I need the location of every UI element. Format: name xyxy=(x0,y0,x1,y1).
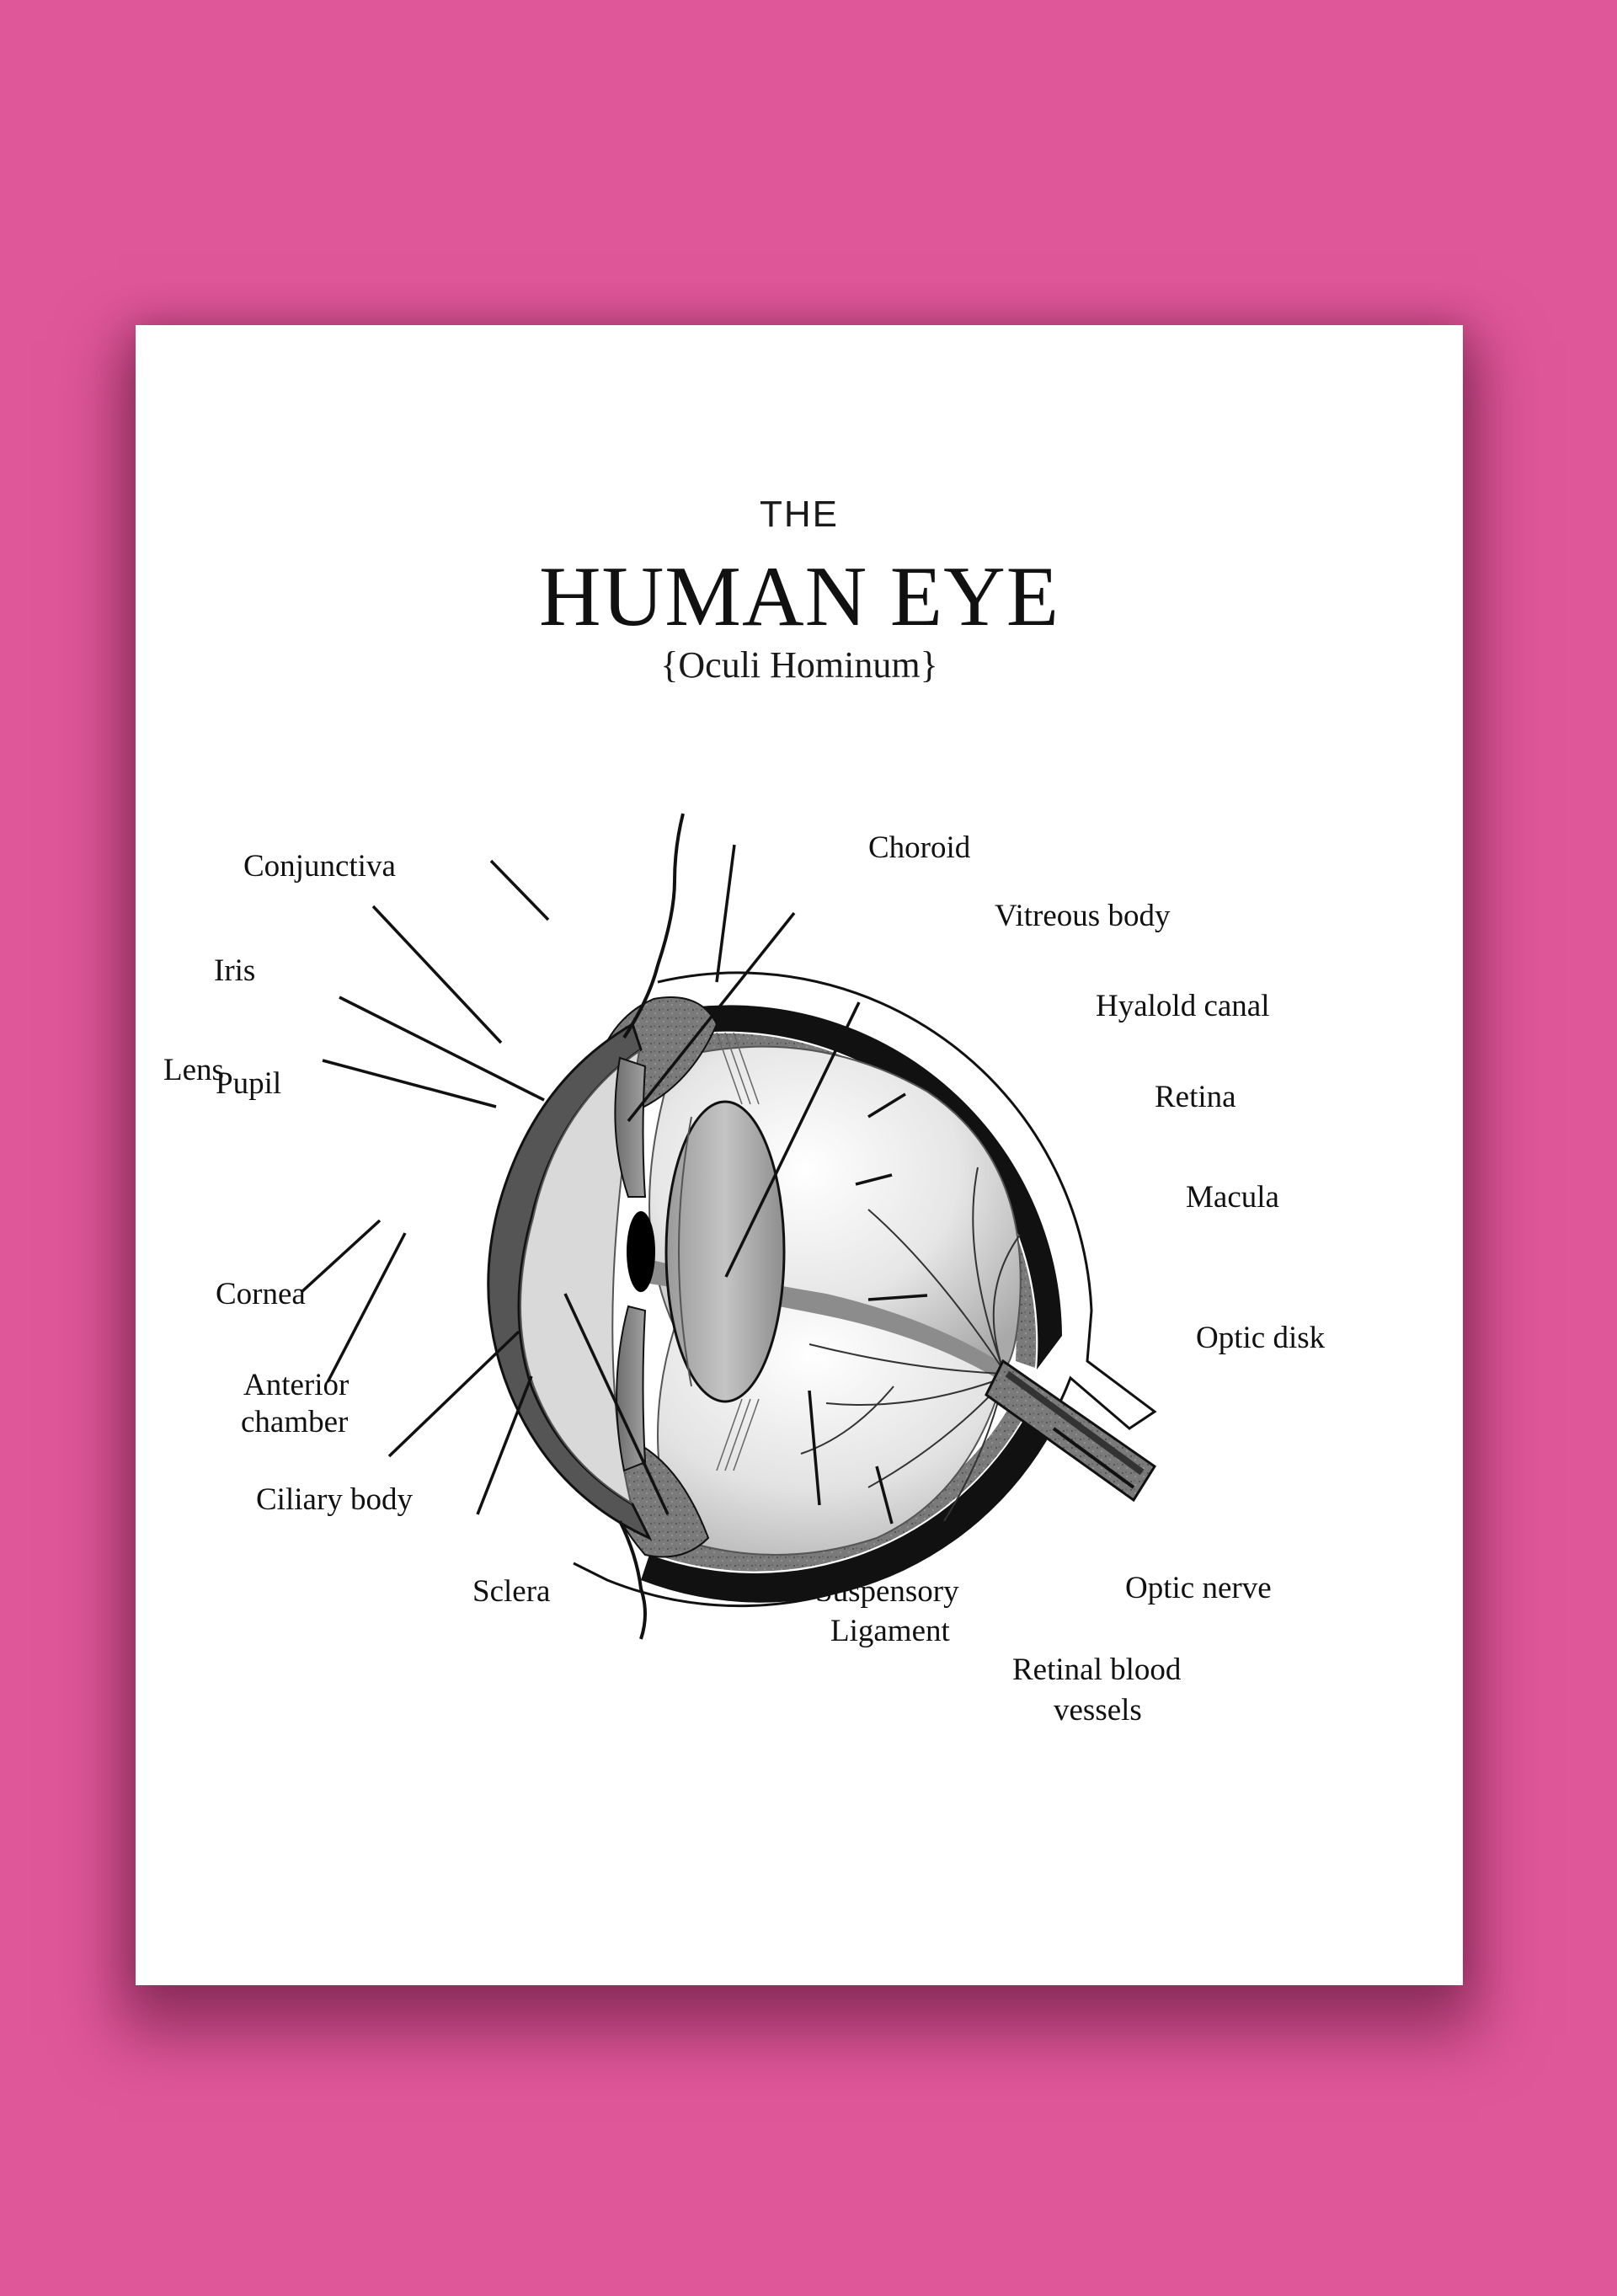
label-suspensory-line2: Ligament xyxy=(830,1614,951,1648)
label-vitreous-body: Vitreous body xyxy=(995,899,1171,933)
macula xyxy=(1025,1231,1037,1251)
label-optic-nerve: Optic nerve xyxy=(1125,1571,1272,1605)
conjunctiva xyxy=(618,813,685,1640)
optic-nerve xyxy=(985,1359,1157,1503)
label-cornea: Cornea xyxy=(216,1277,306,1311)
label-anterior-line1: Anterior xyxy=(243,1368,349,1402)
label-pupil: Pupil xyxy=(216,1066,281,1101)
sclera-outline xyxy=(573,971,1157,1608)
label-suspensory-line1: Suspensory xyxy=(815,1574,959,1609)
pupil xyxy=(627,1211,655,1292)
label-retinal-vessels-line1: Retinal blood xyxy=(1012,1653,1182,1687)
label-hyaloid-canal: Hyalold canal xyxy=(1096,989,1270,1023)
eye-diagram: Conjunctiva Iris Lens Pupil Cornea Anter… xyxy=(163,813,1326,1727)
retinal-blood-vessels xyxy=(800,1167,1021,1522)
retina-layer xyxy=(651,1033,1037,1572)
label-choroid: Choroid xyxy=(868,830,971,865)
poster-subtitle: {Oculi Hominum} xyxy=(660,644,938,686)
choroid-layer xyxy=(641,1005,1062,1603)
label-ciliary-body: Ciliary body xyxy=(256,1482,414,1517)
label-macula: Macula xyxy=(1186,1180,1279,1215)
leader-lines xyxy=(300,844,928,1524)
label-iris: Iris xyxy=(214,953,255,988)
label-retina: Retina xyxy=(1155,1080,1236,1114)
pre-title: THE xyxy=(760,494,839,535)
label-retinal-vessels-line2: vessels xyxy=(1054,1693,1142,1727)
label-anterior-line2: chamber xyxy=(241,1405,348,1439)
label-lens: Lens xyxy=(163,1053,224,1087)
label-optic-disk: Optic disk xyxy=(1196,1321,1326,1355)
poster-title: HUMAN EYE xyxy=(538,549,1060,644)
label-sclera: Sclera xyxy=(472,1574,550,1609)
poster: THE HUMAN EYE {Oculi Hominum} xyxy=(136,325,1463,1985)
label-conjunctiva: Conjunctiva xyxy=(243,849,396,884)
cornea xyxy=(487,1022,653,1541)
suspensory-ligament xyxy=(716,1032,760,1471)
lens xyxy=(664,1100,786,1403)
